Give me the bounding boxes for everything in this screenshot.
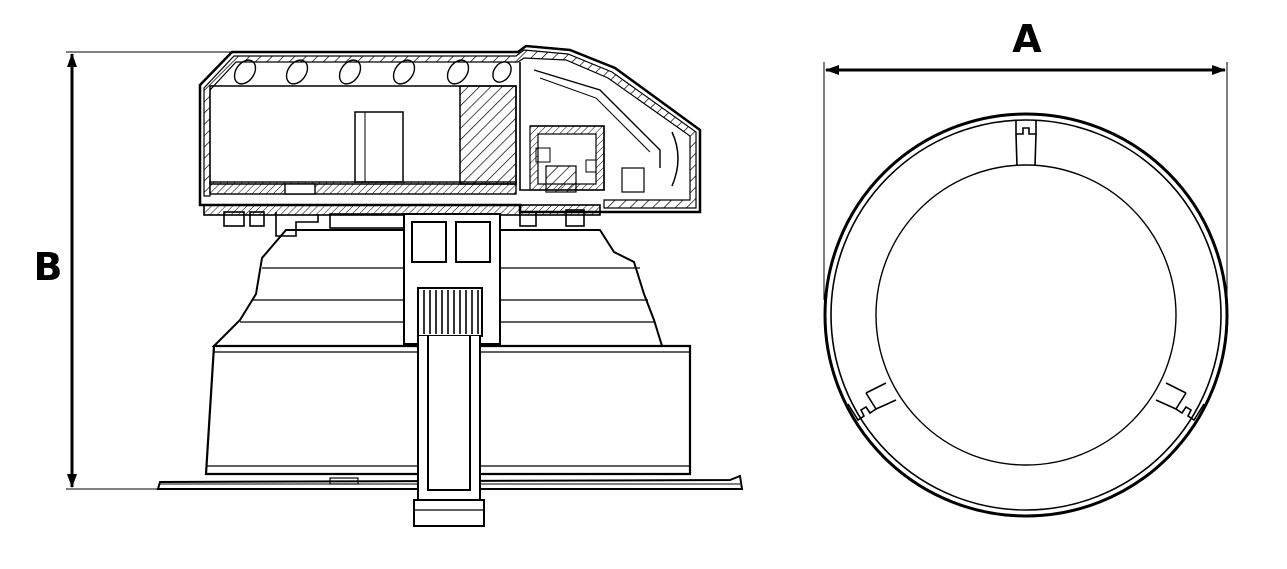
retention-tab-left [847, 382, 897, 422]
side-section-view [156, 44, 744, 527]
mounting-plate [203, 204, 601, 237]
junction-box-housing [198, 44, 702, 214]
rim-inner-edge [830, 119, 1222, 511]
spring-clip [403, 213, 501, 527]
outer-rim [823, 112, 1229, 518]
top-view [823, 112, 1229, 518]
retention-tab-right [1155, 382, 1205, 422]
vent-slots [233, 59, 512, 85]
retention-tab-top [1015, 121, 1037, 167]
aperture [875, 164, 1177, 466]
dimension-b-label: B [34, 245, 63, 289]
dimension-b: B [34, 51, 300, 490]
dimension-a: A [823, 17, 1228, 300]
dimension-a-label: A [1012, 17, 1042, 61]
